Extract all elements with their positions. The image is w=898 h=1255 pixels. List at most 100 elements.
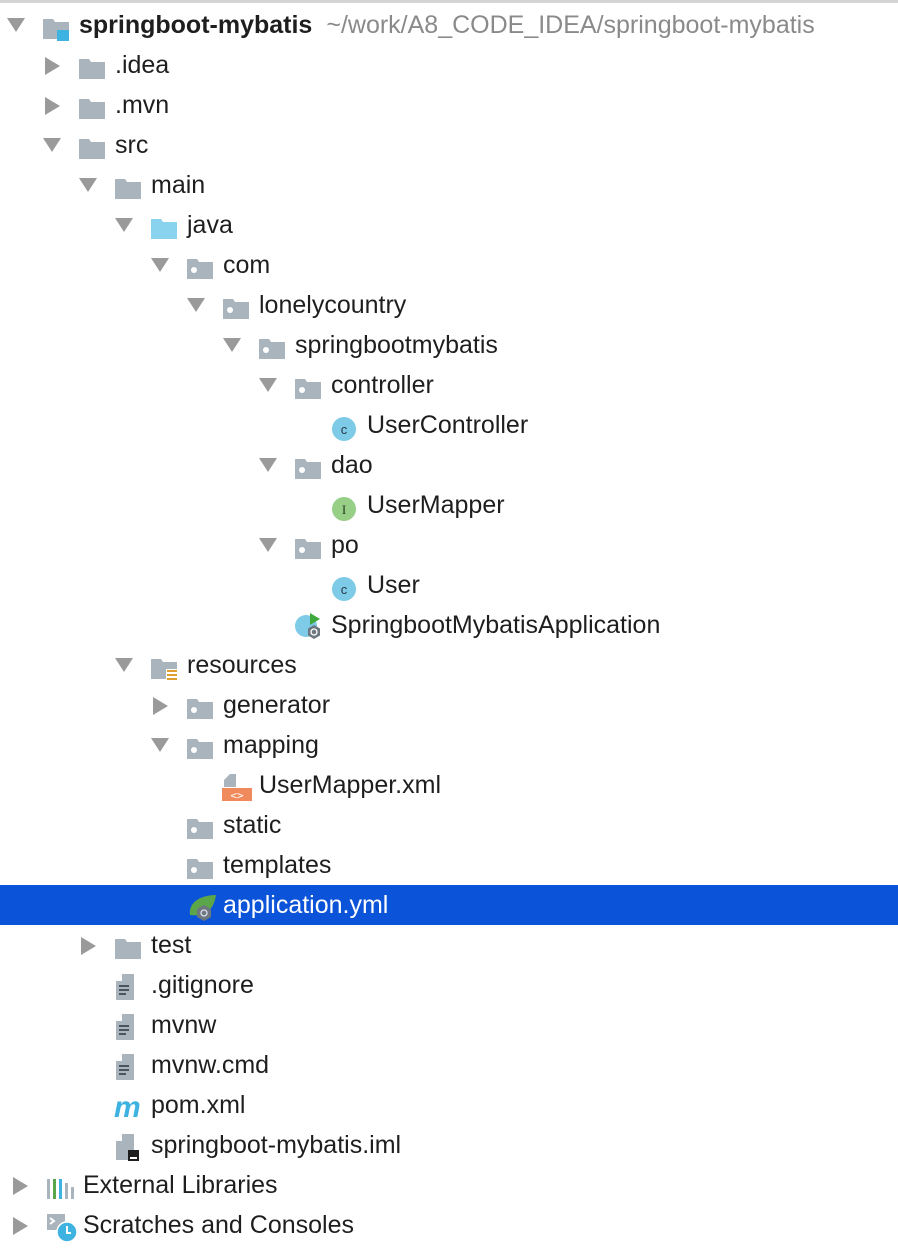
tree-node[interactable]: test [0, 925, 898, 965]
xml-file-icon: <> [222, 773, 252, 802]
resources-folder-icon [150, 653, 178, 681]
tree-node-label: UserMapper.xml [259, 771, 441, 799]
tree-node-label: .idea [115, 51, 170, 79]
tree-node[interactable]: .gitignore [0, 965, 898, 1005]
tree-node[interactable]: c User [0, 565, 898, 605]
collapse-arrow-icon[interactable] [258, 445, 278, 485]
tree-node-label: static [223, 811, 282, 839]
package-icon [294, 533, 322, 559]
package-icon [294, 373, 322, 399]
module-folder-icon [42, 13, 70, 41]
tree-node-label: UserController [367, 411, 529, 439]
collapse-arrow-icon[interactable] [6, 5, 26, 45]
tree-node[interactable]: SpringbootMybatisApplication [0, 605, 898, 645]
text-file-icon [114, 1013, 142, 1040]
package-icon [222, 293, 250, 319]
maven-icon: m [114, 1091, 142, 1124]
tree-node[interactable]: com [0, 245, 898, 285]
tree-node[interactable]: .mvn [0, 85, 898, 125]
folder-icon [78, 133, 106, 159]
tree-node[interactable]: generator [0, 685, 898, 725]
tree-node[interactable]: Scratches and Consoles [0, 1205, 898, 1245]
tree-node-label: po [331, 531, 359, 559]
folder-icon [78, 93, 106, 119]
expand-arrow-icon[interactable] [78, 925, 98, 965]
expand-arrow-icon[interactable] [10, 1205, 30, 1245]
tree-node-label: lonelycountry [259, 291, 407, 319]
tree-node[interactable]: dao [0, 445, 898, 485]
collapse-arrow-icon[interactable] [258, 365, 278, 405]
spring-config-icon [186, 893, 216, 921]
collapse-arrow-icon[interactable] [258, 525, 278, 565]
tree-node[interactable]: mvnw [0, 1005, 898, 1045]
tree-node-label: test [151, 931, 192, 959]
tree-node[interactable]: springboot-mybatis.iml [0, 1125, 898, 1165]
interface-icon: I [330, 493, 358, 521]
top-border [0, 0, 898, 3]
collapse-arrow-icon[interactable] [222, 325, 242, 365]
tree-node[interactable]: External Libraries [0, 1165, 898, 1205]
tree-node-label: .gitignore [151, 971, 254, 999]
tree-node-label: main [151, 171, 206, 199]
tree-node[interactable]: lonelycountry [0, 285, 898, 325]
tree-node[interactable]: po [0, 525, 898, 565]
expand-arrow-icon[interactable] [42, 45, 62, 85]
svg-text:c: c [341, 582, 348, 597]
package-icon [294, 453, 322, 479]
package-icon [186, 853, 214, 879]
tree-node-label: User [367, 571, 420, 599]
folder-icon [114, 933, 142, 959]
tree-node[interactable]: resources [0, 645, 898, 685]
collapse-arrow-icon[interactable] [150, 725, 170, 765]
svg-text:I: I [342, 502, 346, 517]
tree-node[interactable]: controller [0, 365, 898, 405]
tree-node[interactable]: src [0, 125, 898, 165]
tree-node[interactable]: mapping [0, 725, 898, 765]
package-icon [258, 333, 286, 359]
tree-node-label: springboot-mybatis~/work/A8_CODE_IDEA/sp… [79, 11, 815, 39]
libraries-icon [46, 1173, 74, 1199]
tree-node[interactable]: .idea [0, 45, 898, 85]
expand-arrow-icon[interactable] [150, 685, 170, 725]
iml-file-icon [114, 1133, 142, 1161]
scratches-icon [46, 1213, 78, 1243]
collapse-arrow-icon[interactable] [150, 245, 170, 285]
project-tree[interactable]: springboot-mybatis~/work/A8_CODE_IDEA/sp… [0, 5, 898, 1245]
package-icon [186, 693, 214, 719]
text-file-icon [114, 1053, 142, 1080]
tree-node[interactable]: java [0, 205, 898, 245]
tree-node-label: dao [331, 451, 373, 479]
tree-node[interactable]: application.yml [0, 885, 898, 925]
tree-node[interactable]: static [0, 805, 898, 845]
tree-node[interactable]: templates [0, 845, 898, 885]
folder-icon [78, 53, 106, 79]
collapse-arrow-icon[interactable] [186, 285, 206, 325]
tree-node[interactable]: mvnw.cmd [0, 1045, 898, 1085]
tree-node[interactable]: springbootmybatis [0, 325, 898, 365]
source-folder-icon [150, 213, 178, 239]
tree-node-label: templates [223, 851, 332, 879]
tree-node-label: java [187, 211, 233, 239]
tree-node-label: .mvn [115, 91, 170, 119]
collapse-arrow-icon[interactable] [42, 125, 62, 165]
tree-node[interactable]: springboot-mybatis~/work/A8_CODE_IDEA/sp… [0, 5, 898, 45]
tree-node-label: mapping [223, 731, 319, 759]
project-path: ~/work/A8_CODE_IDEA/springboot-mybatis [326, 11, 815, 39]
collapse-arrow-icon[interactable] [114, 645, 134, 685]
tree-node-label: mvnw [151, 1011, 217, 1039]
tree-node-label: generator [223, 691, 331, 719]
tree-node[interactable]: <>UserMapper.xml [0, 765, 898, 805]
tree-node-label: mvnw.cmd [151, 1051, 270, 1079]
expand-arrow-icon[interactable] [10, 1165, 30, 1205]
expand-arrow-icon[interactable] [42, 85, 62, 125]
tree-node-label: com [223, 251, 271, 279]
collapse-arrow-icon[interactable] [114, 205, 134, 245]
tree-node[interactable]: main [0, 165, 898, 205]
svg-text:c: c [341, 422, 348, 437]
tree-node-label: External Libraries [83, 1171, 278, 1199]
tree-node-label: resources [187, 651, 297, 679]
collapse-arrow-icon[interactable] [78, 165, 98, 205]
tree-node[interactable]: c UserController [0, 405, 898, 445]
